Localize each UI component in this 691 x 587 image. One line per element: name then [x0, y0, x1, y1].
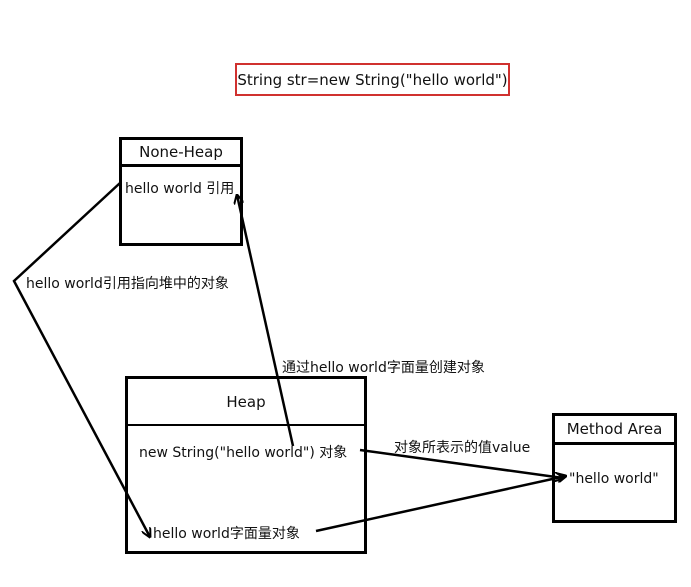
non-heap-reference-text: hello world 引用 — [125, 181, 235, 197]
method-area-header: Method Area — [555, 416, 674, 445]
non-heap-box: None-Heap hello world 引用 — [119, 137, 243, 246]
non-heap-header: None-Heap — [122, 140, 240, 167]
heap-literal-object-text: hello world字面量对象 — [153, 526, 300, 542]
heap-box: Heap new String("hello world") 对象 hello … — [125, 376, 367, 554]
method-area-value-text: "hello world" — [569, 471, 659, 487]
label-value-represented: 对象所表示的值value — [394, 440, 531, 456]
arrow-reference-to-heap-object — [12, 182, 150, 537]
arrow-object-to-reference — [237, 195, 295, 447]
arrow-literal-to-method-area — [315, 476, 566, 533]
label-reference-points-to-heap: hello world引用指向堆中的对象 — [26, 276, 229, 292]
code-title: String str=new String("hello world") — [235, 63, 510, 96]
label-create-via-literal: 通过hello world字面量创建对象 — [282, 360, 485, 376]
method-area-box: Method Area "hello world" — [552, 413, 677, 523]
heap-string-object-text: new String("hello world") 对象 — [139, 445, 348, 461]
arrow-object-to-method-area — [359, 448, 563, 478]
heap-header: Heap — [128, 379, 364, 426]
